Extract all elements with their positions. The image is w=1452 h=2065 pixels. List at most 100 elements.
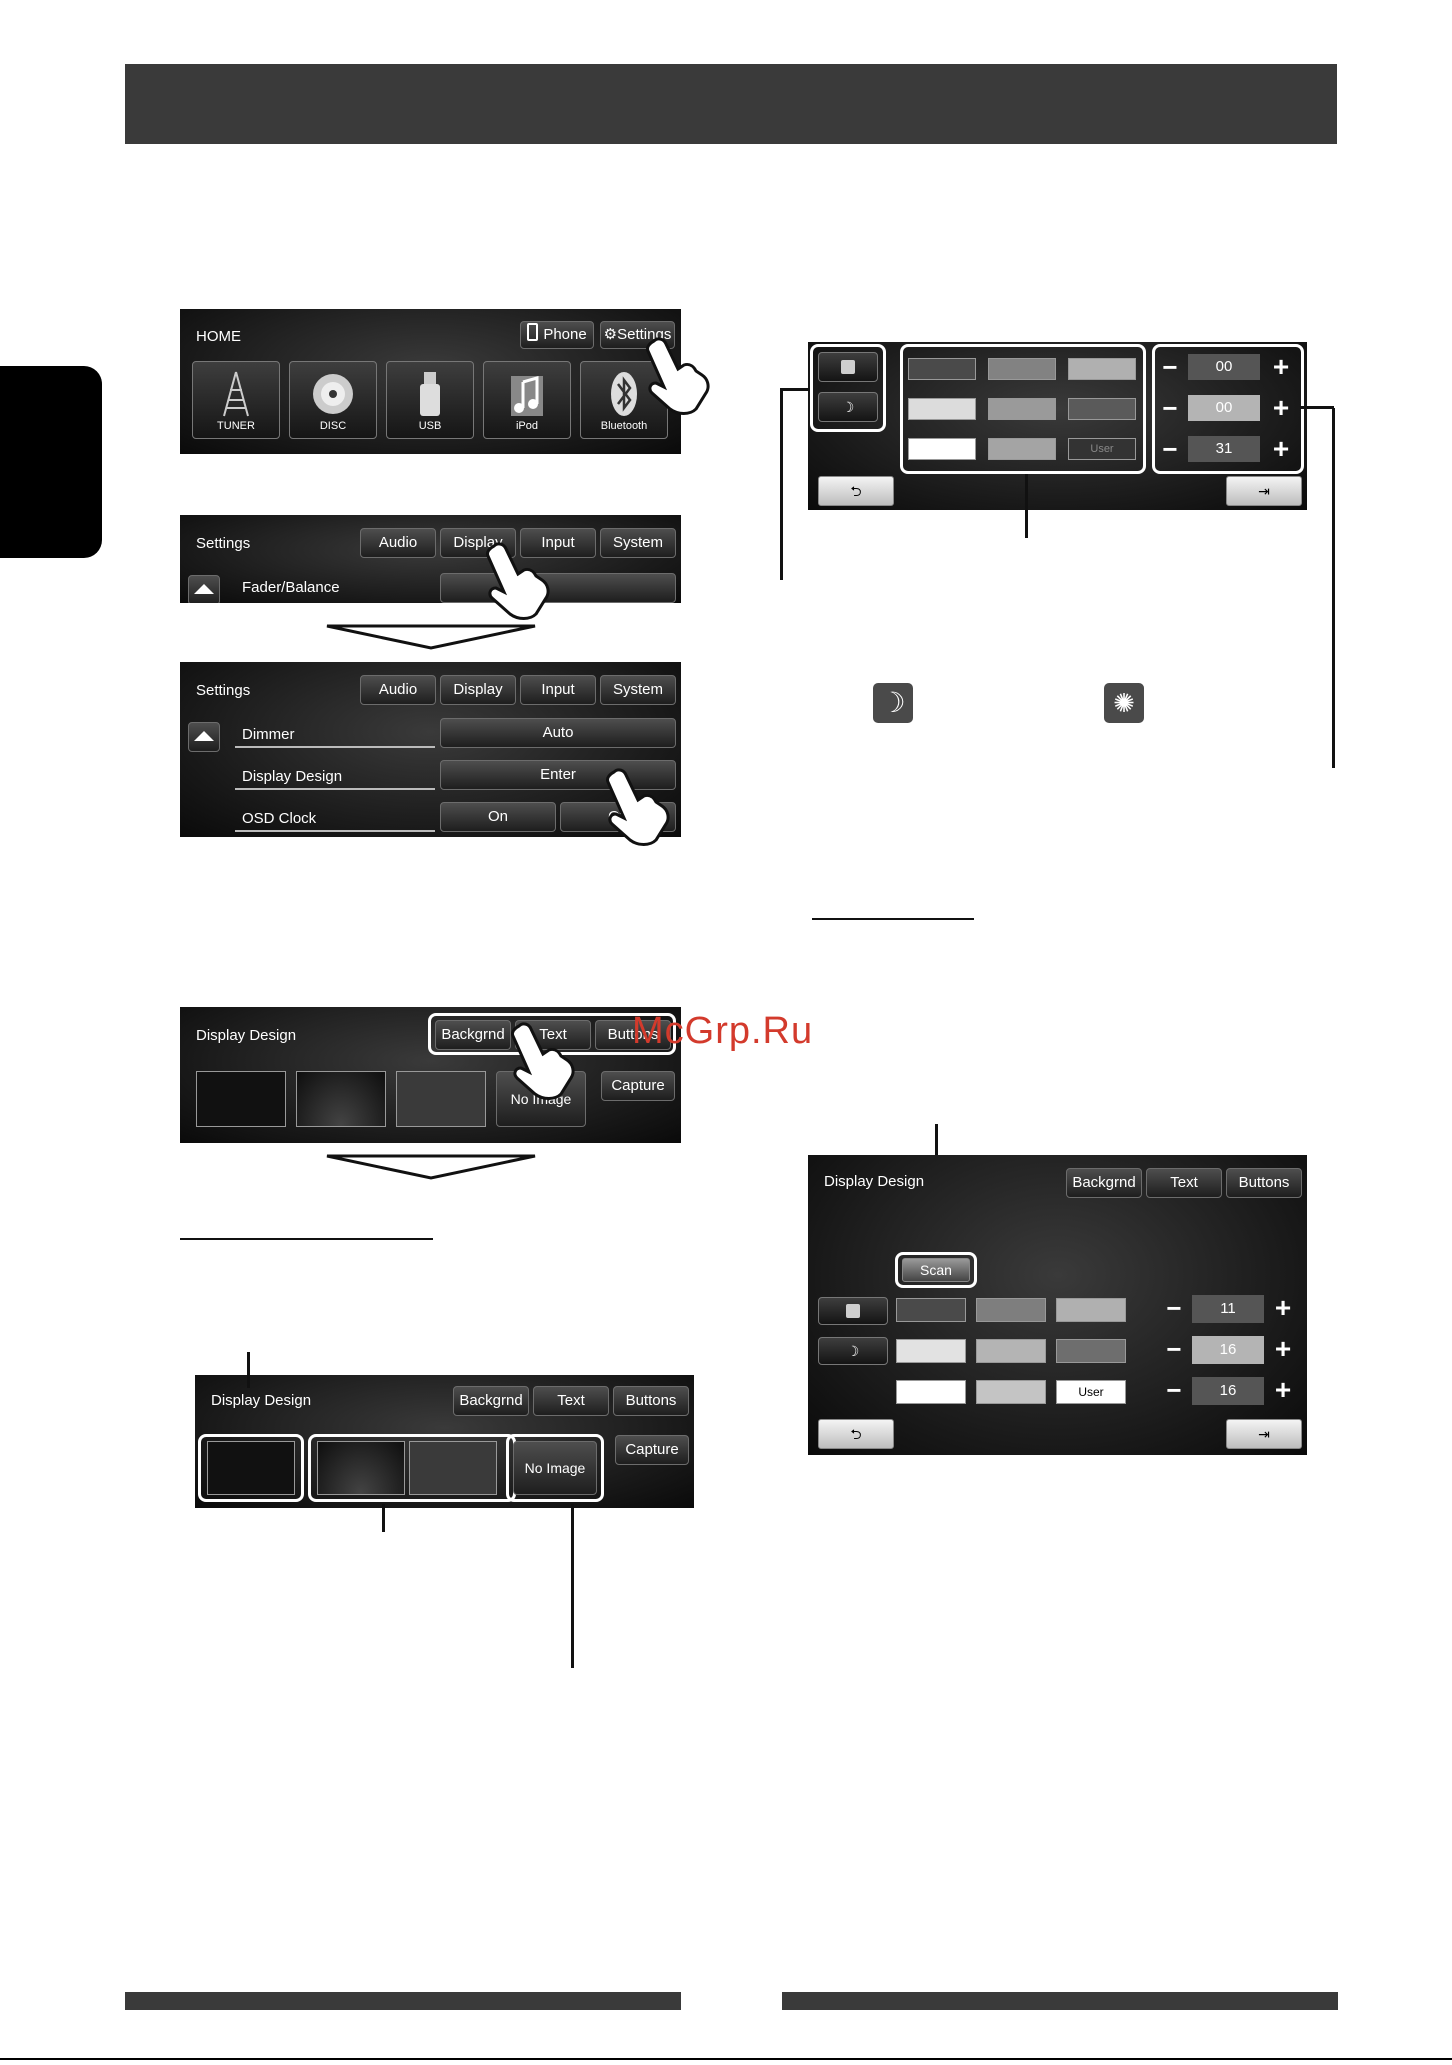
divider <box>235 746 435 748</box>
exit-button[interactable]: ⇥ <box>1226 476 1302 506</box>
value-readout: 16 <box>1192 1377 1264 1405</box>
back-icon: ⮌ <box>850 483 862 499</box>
tab-text[interactable]: Text <box>533 1386 609 1416</box>
phone-label: Phone <box>543 326 587 343</box>
scan-highlight <box>895 1252 977 1288</box>
color-swatch[interactable] <box>988 438 1056 460</box>
row-dimmer-label: Dimmer <box>242 726 295 743</box>
tab-audio[interactable]: Audio <box>360 675 436 705</box>
source-label: Bluetooth <box>600 420 648 432</box>
color-swatch[interactable] <box>976 1298 1046 1322</box>
tab-input[interactable]: Input <box>520 675 596 705</box>
color-swatch[interactable] <box>896 1298 966 1322</box>
source-usb[interactable]: USB <box>386 361 474 439</box>
triangle-up-icon <box>194 584 214 594</box>
plus-button[interactable]: + <box>1274 1374 1292 1405</box>
settings-button[interactable]: ⚙Settings <box>600 321 675 349</box>
color-swatch[interactable] <box>908 398 976 420</box>
source-label: iPod <box>515 420 539 432</box>
day-mode-button[interactable] <box>818 1297 888 1325</box>
value-readout: 31 <box>1188 436 1260 462</box>
scan-button[interactable]: Scan <box>902 1258 970 1282</box>
value-readout: 16 <box>1192 1336 1264 1364</box>
tab-input[interactable]: Input <box>520 528 596 558</box>
color-swatch[interactable] <box>988 358 1056 380</box>
usb-icon <box>420 372 440 416</box>
color-swatch[interactable] <box>1068 398 1136 420</box>
tab-buttons[interactable]: Buttons <box>613 1386 689 1416</box>
section-tab <box>0 366 102 558</box>
osd-clock-on-button[interactable]: On <box>440 802 556 832</box>
color-swatch[interactable] <box>896 1380 966 1404</box>
color-swatch[interactable] <box>976 1339 1046 1363</box>
color-swatch[interactable] <box>896 1339 966 1363</box>
minus-button[interactable]: − <box>1166 1293 1182 1323</box>
no-image-button[interactable]: No Image <box>513 1441 597 1495</box>
plus-button[interactable]: + <box>1274 1333 1292 1364</box>
plus-button[interactable]: + <box>1272 351 1290 382</box>
day-mode-button[interactable] <box>818 352 878 382</box>
background-thumb-2[interactable] <box>296 1071 386 1127</box>
night-mode-button[interactable]: ☽ <box>818 392 878 422</box>
minus-button[interactable]: − <box>1162 352 1178 382</box>
display-design-enter-button[interactable]: Enter <box>440 760 676 790</box>
minus-button[interactable]: − <box>1166 1375 1182 1405</box>
capture-button[interactable]: Capture <box>601 1071 675 1101</box>
tab-system[interactable]: System <box>600 528 676 558</box>
color-swatch[interactable] <box>908 438 976 460</box>
minus-button[interactable]: − <box>1166 1334 1182 1364</box>
back-button[interactable]: ⮌ <box>818 476 894 506</box>
tab-backgrnd[interactable]: Backgrnd <box>453 1386 529 1416</box>
tab-backgrnd[interactable]: Backgrnd <box>1066 1168 1142 1198</box>
source-tuner[interactable]: TUNER <box>192 361 280 439</box>
fader-balance-button[interactable] <box>440 573 676 603</box>
background-thumb-1[interactable] <box>196 1071 286 1127</box>
value-readout: 00 <box>1188 395 1260 421</box>
tab-buttons[interactable]: Buttons <box>1226 1168 1302 1198</box>
exit-button[interactable]: ⇥ <box>1226 1419 1302 1449</box>
dimmer-auto-button[interactable]: Auto <box>440 718 676 748</box>
settings-title: Settings <box>196 535 251 552</box>
user-swatch[interactable]: User <box>1056 1380 1126 1404</box>
minus-button[interactable]: − <box>1162 393 1178 423</box>
phone-button[interactable]: Phone <box>520 321 594 349</box>
capture-button[interactable]: Capture <box>615 1435 689 1465</box>
no-image-highlight <box>506 1434 604 1502</box>
tab-audio[interactable]: Audio <box>360 528 436 558</box>
heading-underline <box>812 918 974 920</box>
plus-button[interactable]: + <box>1272 433 1290 464</box>
color-swatch[interactable] <box>908 358 976 380</box>
tab-buttons[interactable]: Buttons <box>595 1020 671 1050</box>
row-display-design-label: Display Design <box>242 768 343 785</box>
night-mode-button[interactable]: ☽ <box>818 1337 888 1365</box>
background-thumb-2[interactable] <box>317 1441 405 1495</box>
color-swatch[interactable] <box>1056 1339 1126 1363</box>
plus-button[interactable]: + <box>1274 1292 1292 1323</box>
source-disc[interactable]: DISC <box>289 361 377 439</box>
moon-icon: ☽ <box>841 399 855 415</box>
sun-icon <box>841 360 855 374</box>
color-swatch[interactable] <box>988 398 1056 420</box>
background-thumb-1[interactable] <box>207 1441 295 1495</box>
minus-button[interactable]: − <box>1162 434 1178 464</box>
sun-icon: ✺ <box>1104 683 1144 723</box>
tab-text[interactable]: Text <box>1146 1168 1222 1198</box>
color-swatch[interactable] <box>1068 358 1136 380</box>
user-swatch[interactable]: User <box>1068 438 1136 460</box>
scroll-up-button[interactable] <box>188 722 220 752</box>
heading-underline <box>180 1238 433 1240</box>
callout-line <box>1300 406 1334 409</box>
color-swatch[interactable] <box>1056 1298 1126 1322</box>
color-swatch[interactable] <box>976 1380 1046 1404</box>
scroll-up-button[interactable] <box>188 575 220 603</box>
background-thumb-3[interactable] <box>409 1441 497 1495</box>
tab-system[interactable]: System <box>600 675 676 705</box>
source-ipod[interactable]: iPod <box>483 361 571 439</box>
background-thumb-3[interactable] <box>396 1071 486 1127</box>
plus-button[interactable]: + <box>1272 392 1290 423</box>
tab-display[interactable]: Display <box>440 675 516 705</box>
back-button[interactable]: ⮌ <box>818 1419 894 1449</box>
tab-backgrnd[interactable]: Backgrnd <box>435 1020 511 1050</box>
footer-bar-left <box>125 1992 681 2010</box>
display-design-title: Display Design <box>824 1173 925 1190</box>
